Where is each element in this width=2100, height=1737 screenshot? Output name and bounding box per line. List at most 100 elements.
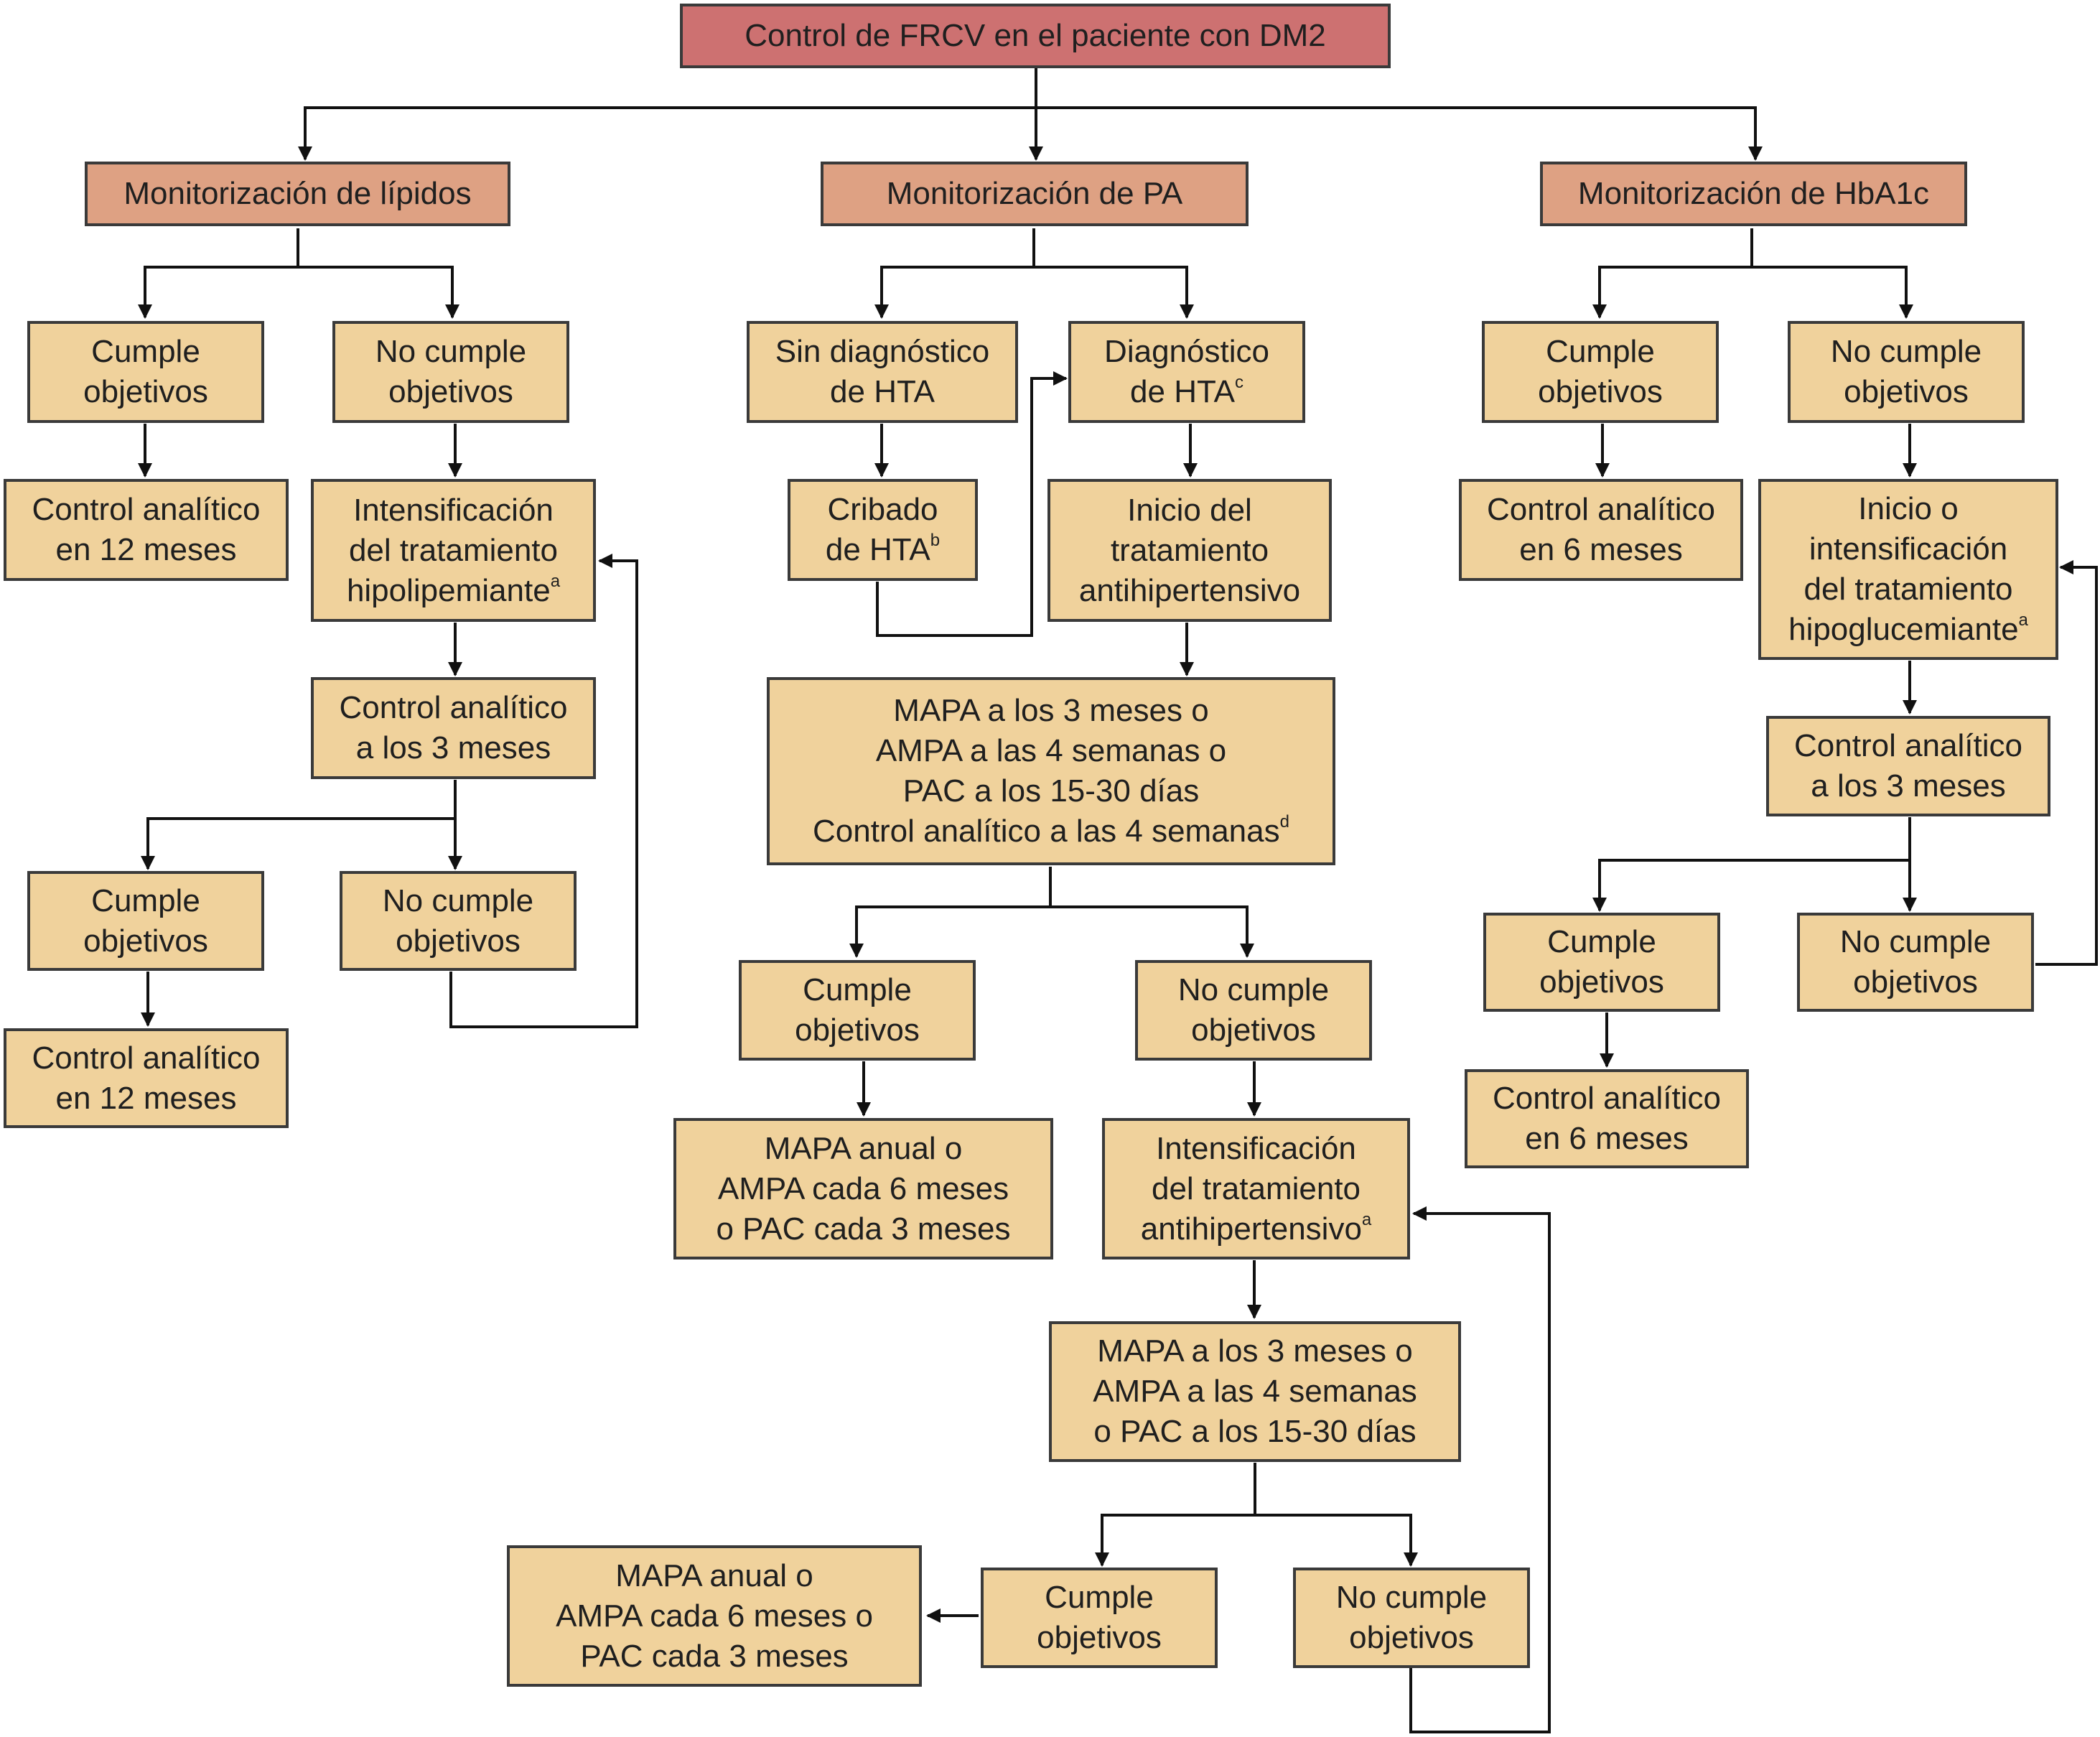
node-text-line: No cumple [375,332,526,372]
node-text-line: objetivos [1539,962,1664,1002]
node-text-line: a los 3 meses [356,728,551,768]
node-text: Intensificación [353,492,554,528]
node-text-line: objetivos [1349,1618,1474,1658]
node-text: objetivos [1037,1620,1162,1655]
node-text: en 12 meses [55,532,237,567]
node-text-line: del tratamiento [349,531,558,571]
node-text: Cumple [1045,1580,1154,1615]
node-text: PAC a los 15-30 días [902,773,1200,809]
node-text: de HTA [825,532,930,567]
node-text-line: Monitorización de lípidos [123,174,471,214]
edge-pa-cribado-to-dx [876,371,1068,637]
node-text: objetivos [1349,1620,1474,1655]
node-text: objetivos [1844,374,1969,409]
node-text-line: en 6 meses [1519,530,1682,570]
edge-pa-mapa2-to-nocumple [1255,1514,1418,1567]
node-text: objetivos [795,1012,920,1048]
edge-lip-to-nocumple [298,266,459,319]
node-text-line: objetivos [1853,962,1978,1002]
node-text-line: Cumple [1045,1578,1154,1618]
node-text-line: Inicio del [1127,490,1252,531]
node-text-line: a los 3 meses [1811,766,2005,806]
node-lipid-monitoring: Monitorización de lípidos [85,162,510,226]
edge-pa-split [874,228,1035,319]
node-text-line: AMPA cada 6 meses [718,1169,1009,1209]
node-text-line: MAPA a los 3 meses o [893,691,1208,731]
node-text-line: Diagnóstico [1104,332,1269,372]
node-text: No cumple [1335,1580,1488,1615]
node-text-line: AMPA cada 6 meses o [556,1596,873,1636]
node-text: Control analítico [1487,492,1715,527]
node-text: Monitorización de PA [886,176,1183,211]
node-text: Sin diagnóstico [775,334,990,369]
edge-lip-control3-split [141,780,457,870]
node-text-line: Cumple [1546,332,1655,372]
node-pa-monitoring: Monitorización de PA [821,162,1249,226]
node-text-line: Control de FRCV en el paciente con DM2 [745,16,1326,56]
node-hb-nocumple-1: No cumple objetivos [1788,321,2025,423]
node-text: a los 3 meses [355,730,551,765]
node-text: objetivos [1191,1012,1316,1048]
node-hb-control-6-a: Control analítico en 6 meses [1459,479,1743,581]
node-text: Control de FRCV en el paciente con DM2 [745,18,1326,53]
node-pa-cumple-2: Cumple objetivos [981,1568,1218,1668]
edge-lip-split [138,228,299,319]
edge-hb-control3-split [1592,817,1911,912]
node-text-line: AMPA a las 4 semanas [1093,1372,1417,1412]
node-text-line: en 12 meses [56,1079,237,1119]
node-text-line: MAPA anual o [765,1129,963,1169]
node-text: Monitorización de lípidos [123,176,472,211]
node-text-line: objetivos [795,1010,920,1051]
footnote-marker: a [2018,610,2028,630]
node-text-line: Cumple [803,970,912,1010]
node-text-line: objetivos [1191,1010,1316,1051]
node-text: Control analítico a las 4 semanas [813,814,1280,849]
node-text-line: Intensificación [1156,1129,1356,1169]
edge-hb-loop [2035,560,2098,966]
node-text-line: del tratamiento [1152,1169,1361,1209]
node-text-line: de HTAc [1130,372,1243,412]
node-text-line: Cumple [1547,922,1656,962]
node-text: intensificación [1809,531,2008,567]
node-text-line: en 12 meses [56,530,237,570]
node-text: objetivos [1853,964,1978,1000]
footnote-marker: d [1279,812,1289,832]
node-text: No cumple [1830,334,1982,369]
node-text: Inicio o [1858,491,1959,526]
footnote-marker: c [1234,373,1243,393]
node-text-line: Control analítico [1794,726,2022,766]
node-text-line: objetivos [83,372,208,412]
node-text-line: objetivos [1037,1618,1162,1658]
node-text: del tratamiento [348,532,559,568]
node-text-line: Monitorización de HbA1c [1578,174,1929,214]
node-text-line: AMPA a las 4 semanas o [876,731,1226,771]
node-text: No cumple [375,334,527,369]
node-text: Diagnóstico [1104,334,1269,369]
node-text: en 6 meses [1519,532,1683,567]
node-text: en 6 meses [1525,1121,1689,1156]
node-text: objetivos [396,923,521,959]
node-text: hipolipemiante [346,572,551,608]
edge-pa-mapa2-split [1095,1463,1256,1567]
node-text-line: objetivos [83,921,208,961]
edge-root-to-lip [298,68,1037,161]
node-text-line: objetivos [1538,372,1663,412]
edge-root-to-hb [1036,106,1763,161]
node-text: o PAC a los 15-30 días [1093,1414,1417,1449]
edge-lip-loop [449,554,638,1028]
node-text: No cumple [1177,972,1330,1007]
node-text: del tratamiento [1151,1170,1361,1206]
node-text: en 12 meses [55,1080,237,1116]
node-text: Control analítico [32,492,261,527]
node-text-line: objetivos [1844,372,1969,412]
node-text: MAPA a los 3 meses o [1097,1333,1413,1369]
